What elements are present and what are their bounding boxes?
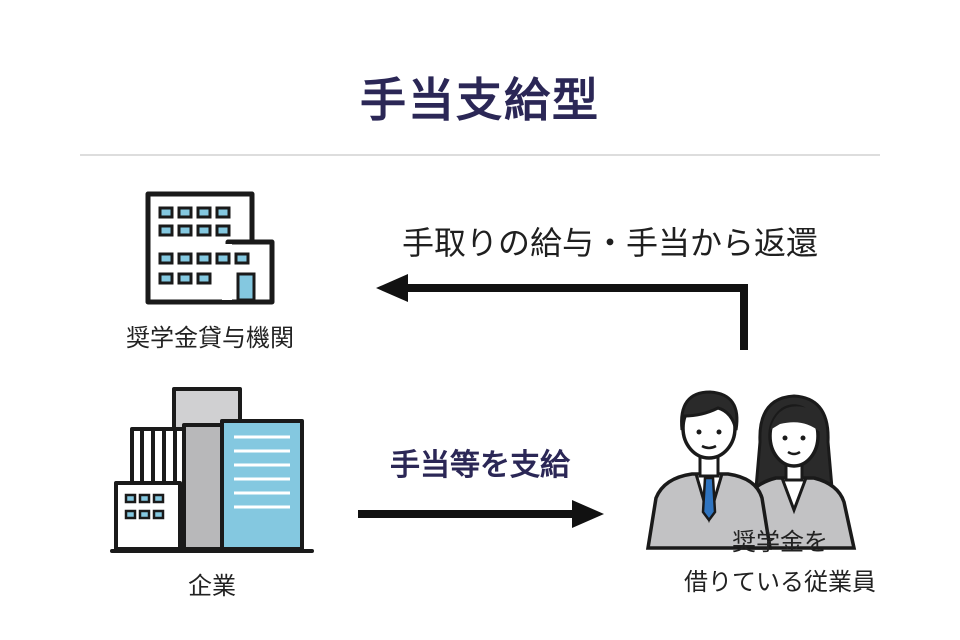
lender-label: 奨学金貸与機関	[126, 324, 294, 352]
pay-arrow	[358, 500, 604, 528]
pay-arrow-label: 手当等を支給	[390, 448, 570, 483]
employees-label-line1: 奨学金を	[732, 528, 828, 556]
employees-label-line2: 借りている従業員	[684, 568, 876, 596]
repay-arrow-label: 手取りの給与・手当から返還	[401, 224, 818, 262]
repay-arrow	[376, 274, 748, 350]
employees-label: 奨学金を 借りている従業員	[640, 528, 920, 600]
company-buildings-icon	[110, 387, 314, 553]
title-divider	[80, 154, 880, 156]
employees-icon	[645, 390, 857, 550]
company-label: 企業	[188, 572, 236, 600]
office-building-icon	[145, 191, 275, 305]
page-title: 手当支給型	[360, 73, 600, 127]
